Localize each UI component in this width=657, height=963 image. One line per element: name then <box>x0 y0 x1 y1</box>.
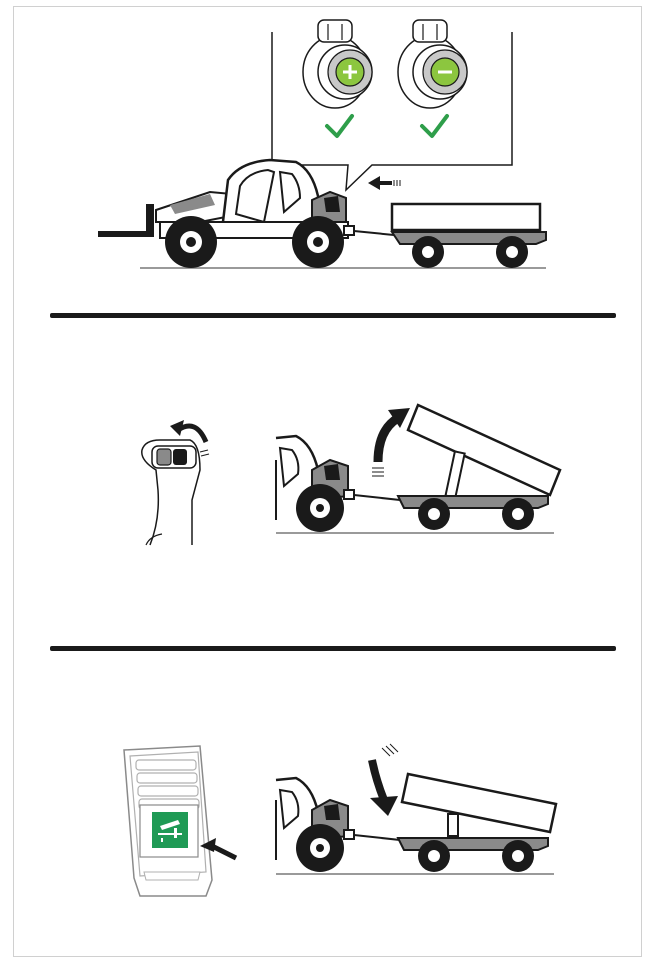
telehandler <box>98 160 354 268</box>
checkmark-icon-plus <box>327 116 352 136</box>
plus-coupler <box>303 20 372 108</box>
trailer <box>354 204 546 268</box>
panel-connect-trailer <box>0 0 657 300</box>
minus-coupler <box>398 20 467 108</box>
divider-2 <box>50 646 616 651</box>
divider-1 <box>50 313 616 318</box>
arrow-icon <box>368 176 400 190</box>
checkmark-icon-minus <box>422 116 447 136</box>
